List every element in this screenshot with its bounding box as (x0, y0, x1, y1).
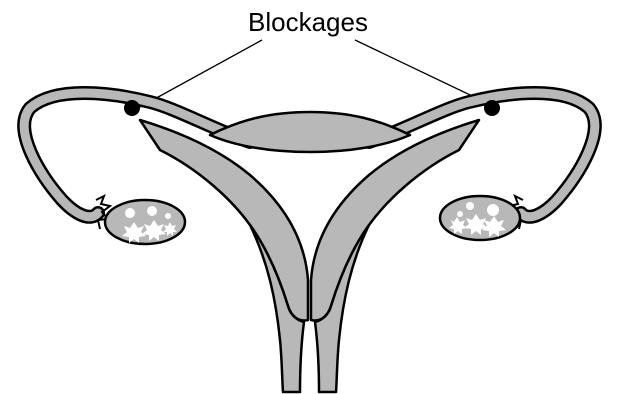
follicle (165, 213, 171, 219)
follicle (147, 206, 157, 216)
follicle (457, 211, 463, 217)
follicle (487, 204, 499, 216)
follicle (125, 208, 135, 218)
blockage-left (124, 100, 140, 116)
blockage-right (484, 100, 500, 116)
follicle (466, 202, 474, 210)
blockages-label: Blockages (248, 7, 368, 37)
left-ovary (105, 200, 185, 244)
uterus-fundus (210, 112, 410, 152)
leader-line-right (355, 40, 489, 104)
right-ovary (440, 196, 520, 240)
leader-line-left (140, 40, 262, 107)
